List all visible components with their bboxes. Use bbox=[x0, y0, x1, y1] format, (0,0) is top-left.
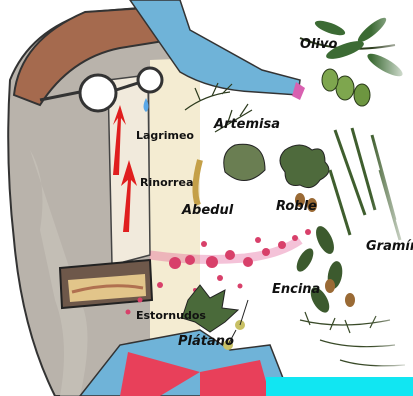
label-olivo: Olivo bbox=[300, 38, 337, 51]
label-lagrimeo: Lagrimeo bbox=[136, 129, 194, 142]
label-roble: Roble bbox=[276, 200, 317, 213]
holm-oak-icon bbox=[293, 223, 355, 315]
label-graminea: Gramínea bbox=[366, 240, 413, 253]
label-abedul: Abedul bbox=[182, 204, 233, 217]
label-rinorrea: Rinorrea bbox=[140, 176, 193, 189]
label-artemisa: Artemisa bbox=[214, 118, 280, 131]
birch-leaf-icon bbox=[195, 144, 265, 205]
label-encina: Encina bbox=[272, 283, 320, 296]
right-fade bbox=[371, 0, 413, 396]
label-estornudos: Estornudos bbox=[136, 309, 206, 322]
label-platano: Plátano bbox=[178, 335, 234, 348]
cyan-bar bbox=[266, 377, 413, 396]
